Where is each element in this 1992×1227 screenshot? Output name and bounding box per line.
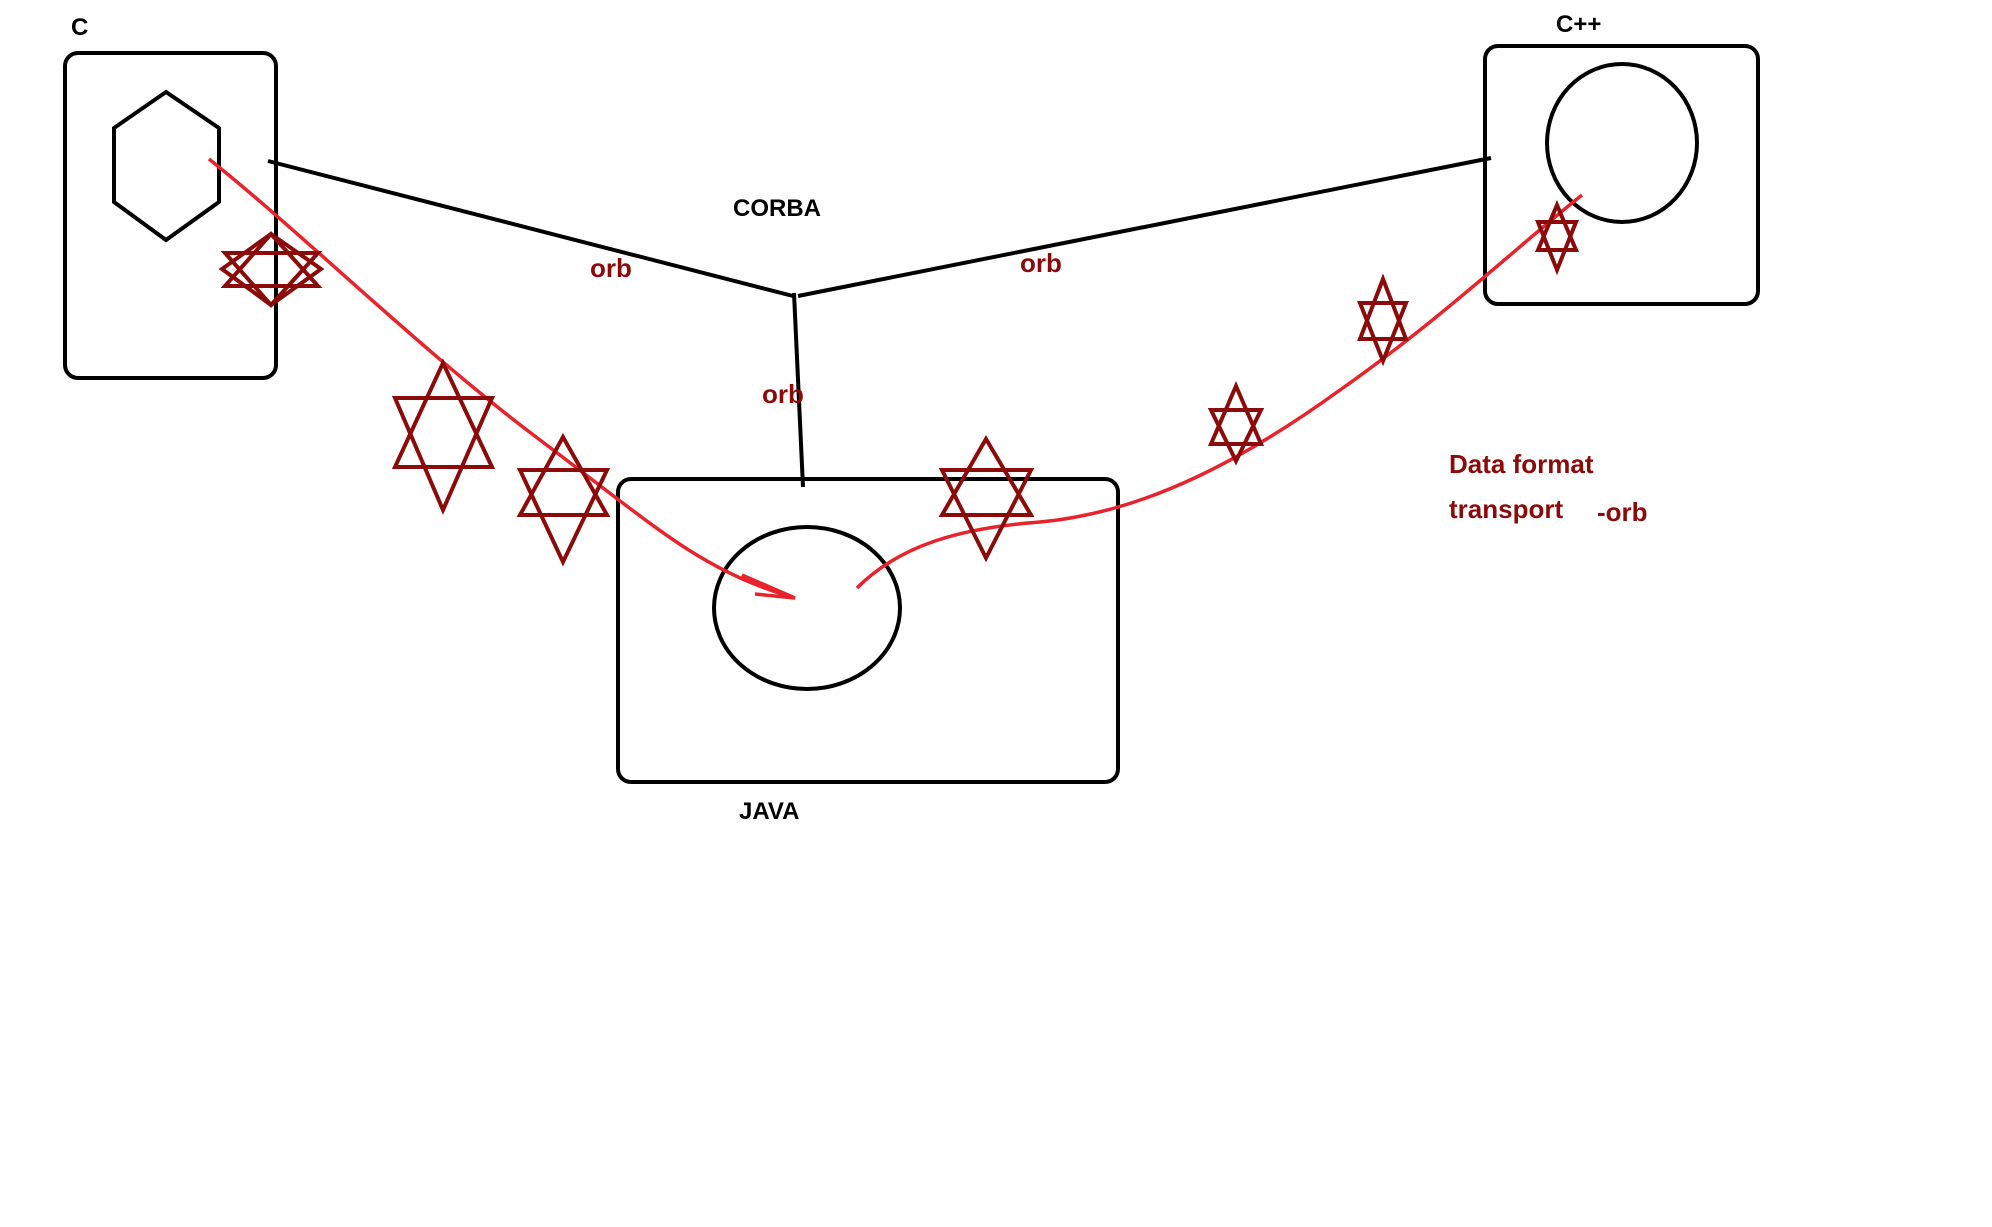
star-of-david-icon (1357, 301, 1409, 367)
ellipse-icon (712, 525, 902, 691)
message-path-java-to-cpp (855, 193, 1584, 590)
star-of-david-icon (1535, 220, 1579, 276)
arrowhead (741, 573, 796, 600)
node-label-cpp: C++ (1556, 11, 1602, 38)
hexagon-icon (112, 89, 221, 243)
star-of-david-icon (218, 231, 325, 308)
star-of-david-icon (391, 358, 496, 469)
note-transport: transport (1449, 494, 1564, 524)
link-label-cpp-orb: orb (1020, 248, 1062, 278)
star-of-david-icon (1357, 273, 1409, 341)
hub-label-corba: CORBA (733, 195, 821, 222)
star-of-david-icon (1207, 380, 1265, 446)
note-data-format: Data format (1449, 449, 1594, 479)
java-box (616, 477, 1120, 784)
star-of-david-icon (1207, 408, 1265, 466)
star-of-david-icon (516, 432, 611, 517)
star-of-david-icon (1534, 199, 1580, 252)
star-of-david-icon (938, 435, 1035, 517)
star-of-david-icon (516, 468, 611, 567)
link-label-c-orb: orb (590, 253, 632, 283)
node-label-c: C (71, 14, 89, 41)
cpp-box (1483, 44, 1760, 306)
star-of-david-icon (391, 396, 496, 516)
link-label-java-orb: orb (762, 379, 804, 409)
note-orb: -orb (1597, 497, 1648, 527)
star-of-david-icon (938, 468, 1035, 563)
star-of-david-icon (220, 230, 323, 288)
circle-icon (1545, 62, 1699, 224)
node-label-java: JAVA (739, 798, 800, 825)
link-java-hub (792, 292, 805, 488)
link-cpp-hub (797, 156, 1492, 298)
message-path-c-to-java (207, 157, 796, 600)
link-c-hub (267, 159, 794, 298)
c-box (63, 51, 278, 380)
star-of-david-icon (220, 251, 323, 309)
